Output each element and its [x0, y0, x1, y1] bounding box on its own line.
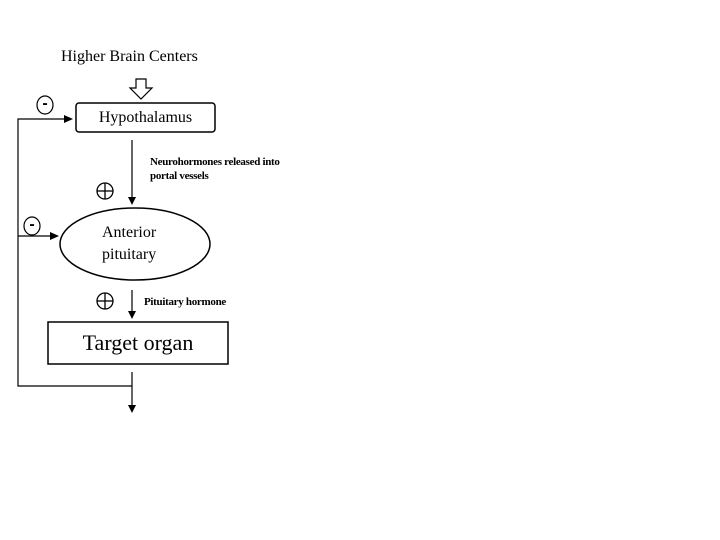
- input-arrow-icon: [128, 78, 154, 100]
- target-output-arrowhead: [128, 405, 136, 413]
- neurohormones-annotation: Neurohormones released into portal vesse…: [150, 155, 280, 183]
- anterior-pituitary-line-2: pituitary: [102, 246, 157, 263]
- anterior-pituitary-label: Anterior pituitary: [60, 208, 210, 280]
- minus-oval-hypothalamus: [36, 95, 54, 115]
- target-organ-text: Target organ: [82, 330, 194, 355]
- neurohormones-line-2: portal vessels: [150, 170, 209, 182]
- feedback-to-hypothalamus-arrowhead: [64, 115, 73, 123]
- pituitary-hormone-annotation: Pituitary hormone: [144, 296, 226, 308]
- hypothalamus-to-pituitary-arrowhead: [128, 197, 136, 205]
- anterior-pituitary-line-1: Anterior: [102, 224, 157, 241]
- target-organ-label: Target organ: [48, 322, 228, 364]
- minus-sign-hypothalamus: -: [42, 95, 48, 112]
- minus-oval-pituitary: [23, 216, 41, 236]
- target-organ-box: [47, 321, 229, 365]
- negative-feedback-loop-line: [17, 118, 132, 387]
- minus-sign-pituitary: -: [29, 216, 35, 233]
- plus-circle-icon: [96, 292, 114, 310]
- diagram-title: Higher Brain Centers: [61, 48, 198, 65]
- hypothalamus-text: Hypothalamus: [98, 108, 193, 126]
- pituitary-to-target-arrowhead: [128, 311, 136, 319]
- plus-circle-icon: [96, 182, 114, 200]
- neurohormones-line-1: Neurohormones released into: [150, 156, 280, 168]
- hypothalamus-box: [75, 102, 216, 133]
- hypothalamus-label: Hypothalamus: [76, 103, 215, 132]
- anterior-pituitary-ellipse: [59, 207, 211, 281]
- feedback-to-pituitary-arrowhead: [50, 232, 59, 240]
